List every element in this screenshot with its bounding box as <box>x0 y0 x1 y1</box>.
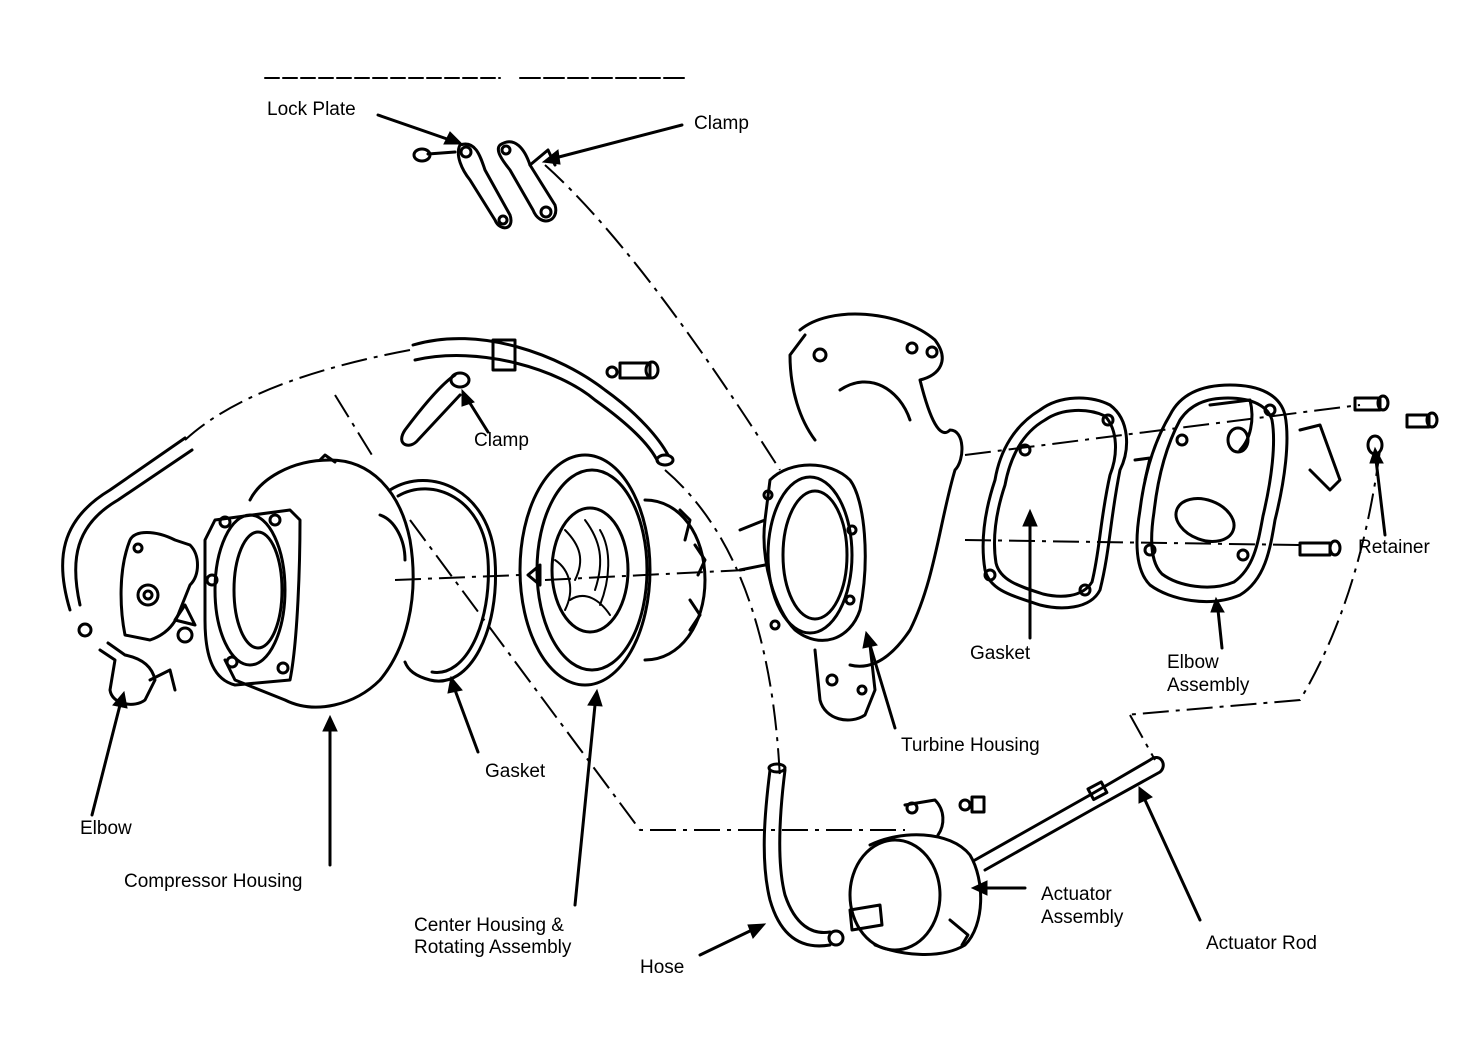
label-retainer: Retainer <box>1358 537 1430 558</box>
label-elbow: Elbow <box>80 818 132 839</box>
labels: Lock Plate Clamp Clamp Retainer Gasket E… <box>80 99 1430 978</box>
label-gasket-left: Gasket <box>485 761 546 782</box>
arrow-actuator-rod <box>1138 785 1202 922</box>
gasket-left <box>388 479 498 683</box>
arrow-hose <box>698 923 767 957</box>
label-actuator-assembly-line1: Actuator <box>1041 884 1112 905</box>
arrow-center-housing <box>573 688 603 907</box>
label-actuator-assembly-line2: Assembly <box>1041 907 1124 928</box>
label-hose: Hose <box>640 957 684 978</box>
label-actuator-rod: Actuator Rod <box>1206 933 1317 954</box>
label-gasket-right: Gasket <box>970 643 1031 664</box>
elbow-assembly <box>1133 383 1439 603</box>
arrow-compressor-housing <box>322 714 338 867</box>
gasket-right <box>981 396 1129 610</box>
arrow-elbow <box>90 690 128 817</box>
elbow-bolt-lower <box>1298 539 1342 557</box>
label-compressor-housing: Compressor Housing <box>124 871 302 892</box>
arrow-clamp-top <box>541 123 684 165</box>
arrow-elbow-assembly <box>1210 596 1225 650</box>
label-center-housing-line2: Rotating Assembly <box>414 937 572 958</box>
arrow-gasket-right <box>1022 508 1038 640</box>
actuator-bolt <box>958 795 986 814</box>
label-lock-plate: Lock Plate <box>267 99 356 120</box>
label-elbow-assembly-line2: Assembly <box>1167 675 1250 696</box>
elbow-bolt-right <box>1353 394 1439 429</box>
arrow-clamp-mid <box>461 388 490 434</box>
actuator-assembly <box>848 756 1165 956</box>
elbow <box>77 531 199 706</box>
hose-bolt <box>605 360 660 380</box>
label-clamp-mid: Clamp <box>474 430 529 451</box>
compressor-housing <box>203 453 415 709</box>
clamp-top <box>496 140 558 223</box>
arrow-retainer <box>1369 446 1387 537</box>
label-clamp-top: Clamp <box>694 113 749 134</box>
arrow-turbine-housing <box>862 630 897 730</box>
arrow-gasket-left <box>447 675 480 754</box>
arrow-lock-plate <box>376 113 464 145</box>
actuator-rod <box>973 756 1165 872</box>
label-elbow-assembly-line1: Elbow <box>1167 652 1219 673</box>
clamp-mid <box>400 373 462 447</box>
label-turbine-housing: Turbine Housing <box>901 735 1040 756</box>
oil-hose-top <box>61 337 675 612</box>
leader-arrows <box>90 113 1387 957</box>
center-housing-rotating-assembly <box>518 453 707 687</box>
arrow-actuator-assembly <box>970 880 1027 896</box>
label-center-housing-line1: Center Housing & <box>414 915 564 936</box>
alignment-lines <box>184 164 1381 831</box>
elbow-fitting <box>98 641 157 706</box>
hose-bottom <box>762 762 845 948</box>
lock-plate-assembly <box>412 140 558 230</box>
lock-plate <box>456 142 513 230</box>
turbine-housing <box>738 312 964 722</box>
